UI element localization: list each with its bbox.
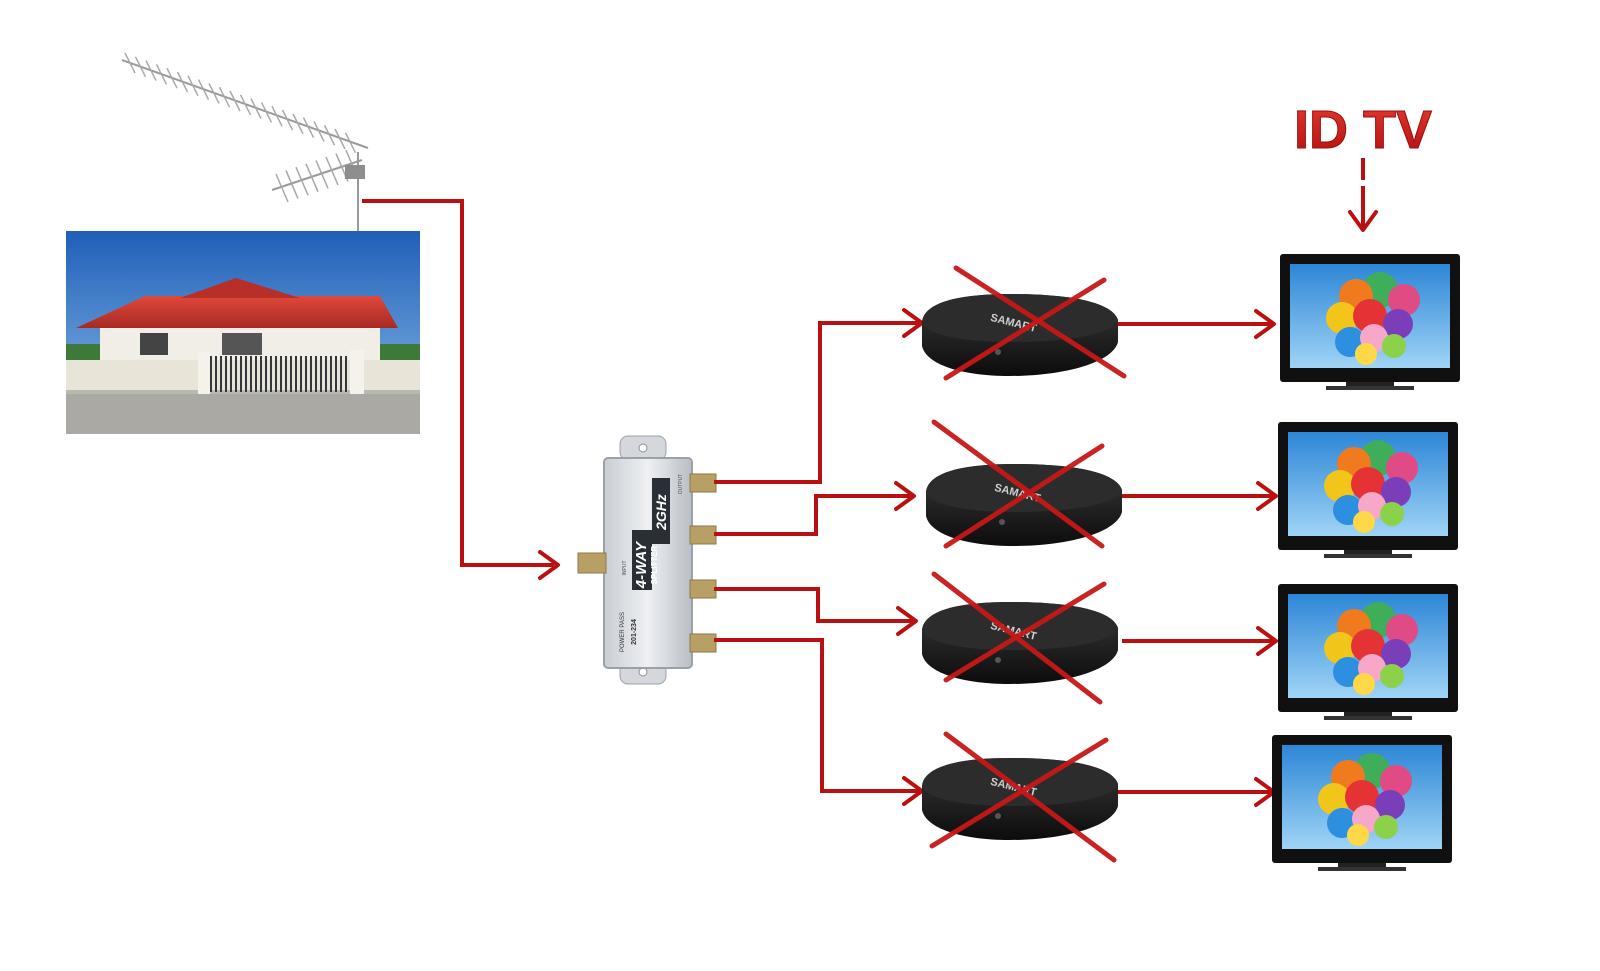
- diagram-title: ID TV: [1294, 100, 1432, 160]
- arrowhead-box3: [896, 606, 918, 636]
- wire-splitter-out2: [714, 494, 912, 536]
- tv-icon: [1278, 584, 1458, 720]
- cross-mark-icon: [943, 265, 1127, 381]
- yagi-antenna-icon: [121, 52, 369, 232]
- tv-icon: [1272, 735, 1452, 871]
- house-photo-icon: [66, 231, 420, 434]
- splitter-brand-line1: 4-WAY: [633, 540, 650, 589]
- arrowhead-tv2: [1256, 481, 1278, 511]
- splitter-freq: 2GHz: [653, 494, 669, 531]
- cross-mark-icon: [929, 731, 1117, 863]
- wire-splitter-out4: [714, 638, 920, 793]
- set-top-box-icon: SAMART: [926, 464, 1122, 546]
- arrowhead-title: [1348, 210, 1378, 232]
- splitter-output-label: OUTPUT: [678, 474, 684, 495]
- set-top-box-icon: SAMART: [922, 758, 1118, 840]
- splitter-spec-line1: POWER PASS: [620, 612, 626, 652]
- cross-mark-icon: [931, 419, 1105, 549]
- wire-antenna-to-splitter: [362, 199, 554, 567]
- arrowhead-tv1: [1254, 309, 1276, 339]
- tv-icon: [1278, 422, 1458, 558]
- splitter-input-label: INPUT: [622, 561, 628, 576]
- splitter-icon: 4-WAY SPLITTER 2GHz POWER PASS 201-234 I…: [577, 435, 717, 685]
- tv-icon: [1280, 254, 1460, 390]
- splitter-brand-line2: SPLITTER: [650, 545, 659, 584]
- wire-splitter-out3: [714, 587, 914, 623]
- arrowhead-box2: [894, 481, 916, 511]
- arrowhead-splitter-input: [538, 550, 560, 580]
- wire-splitter-out1: [714, 321, 920, 484]
- arrowhead-tv3: [1256, 626, 1278, 656]
- splitter-spec-line2: 201-234: [631, 619, 638, 645]
- cross-mark-icon: [931, 571, 1107, 705]
